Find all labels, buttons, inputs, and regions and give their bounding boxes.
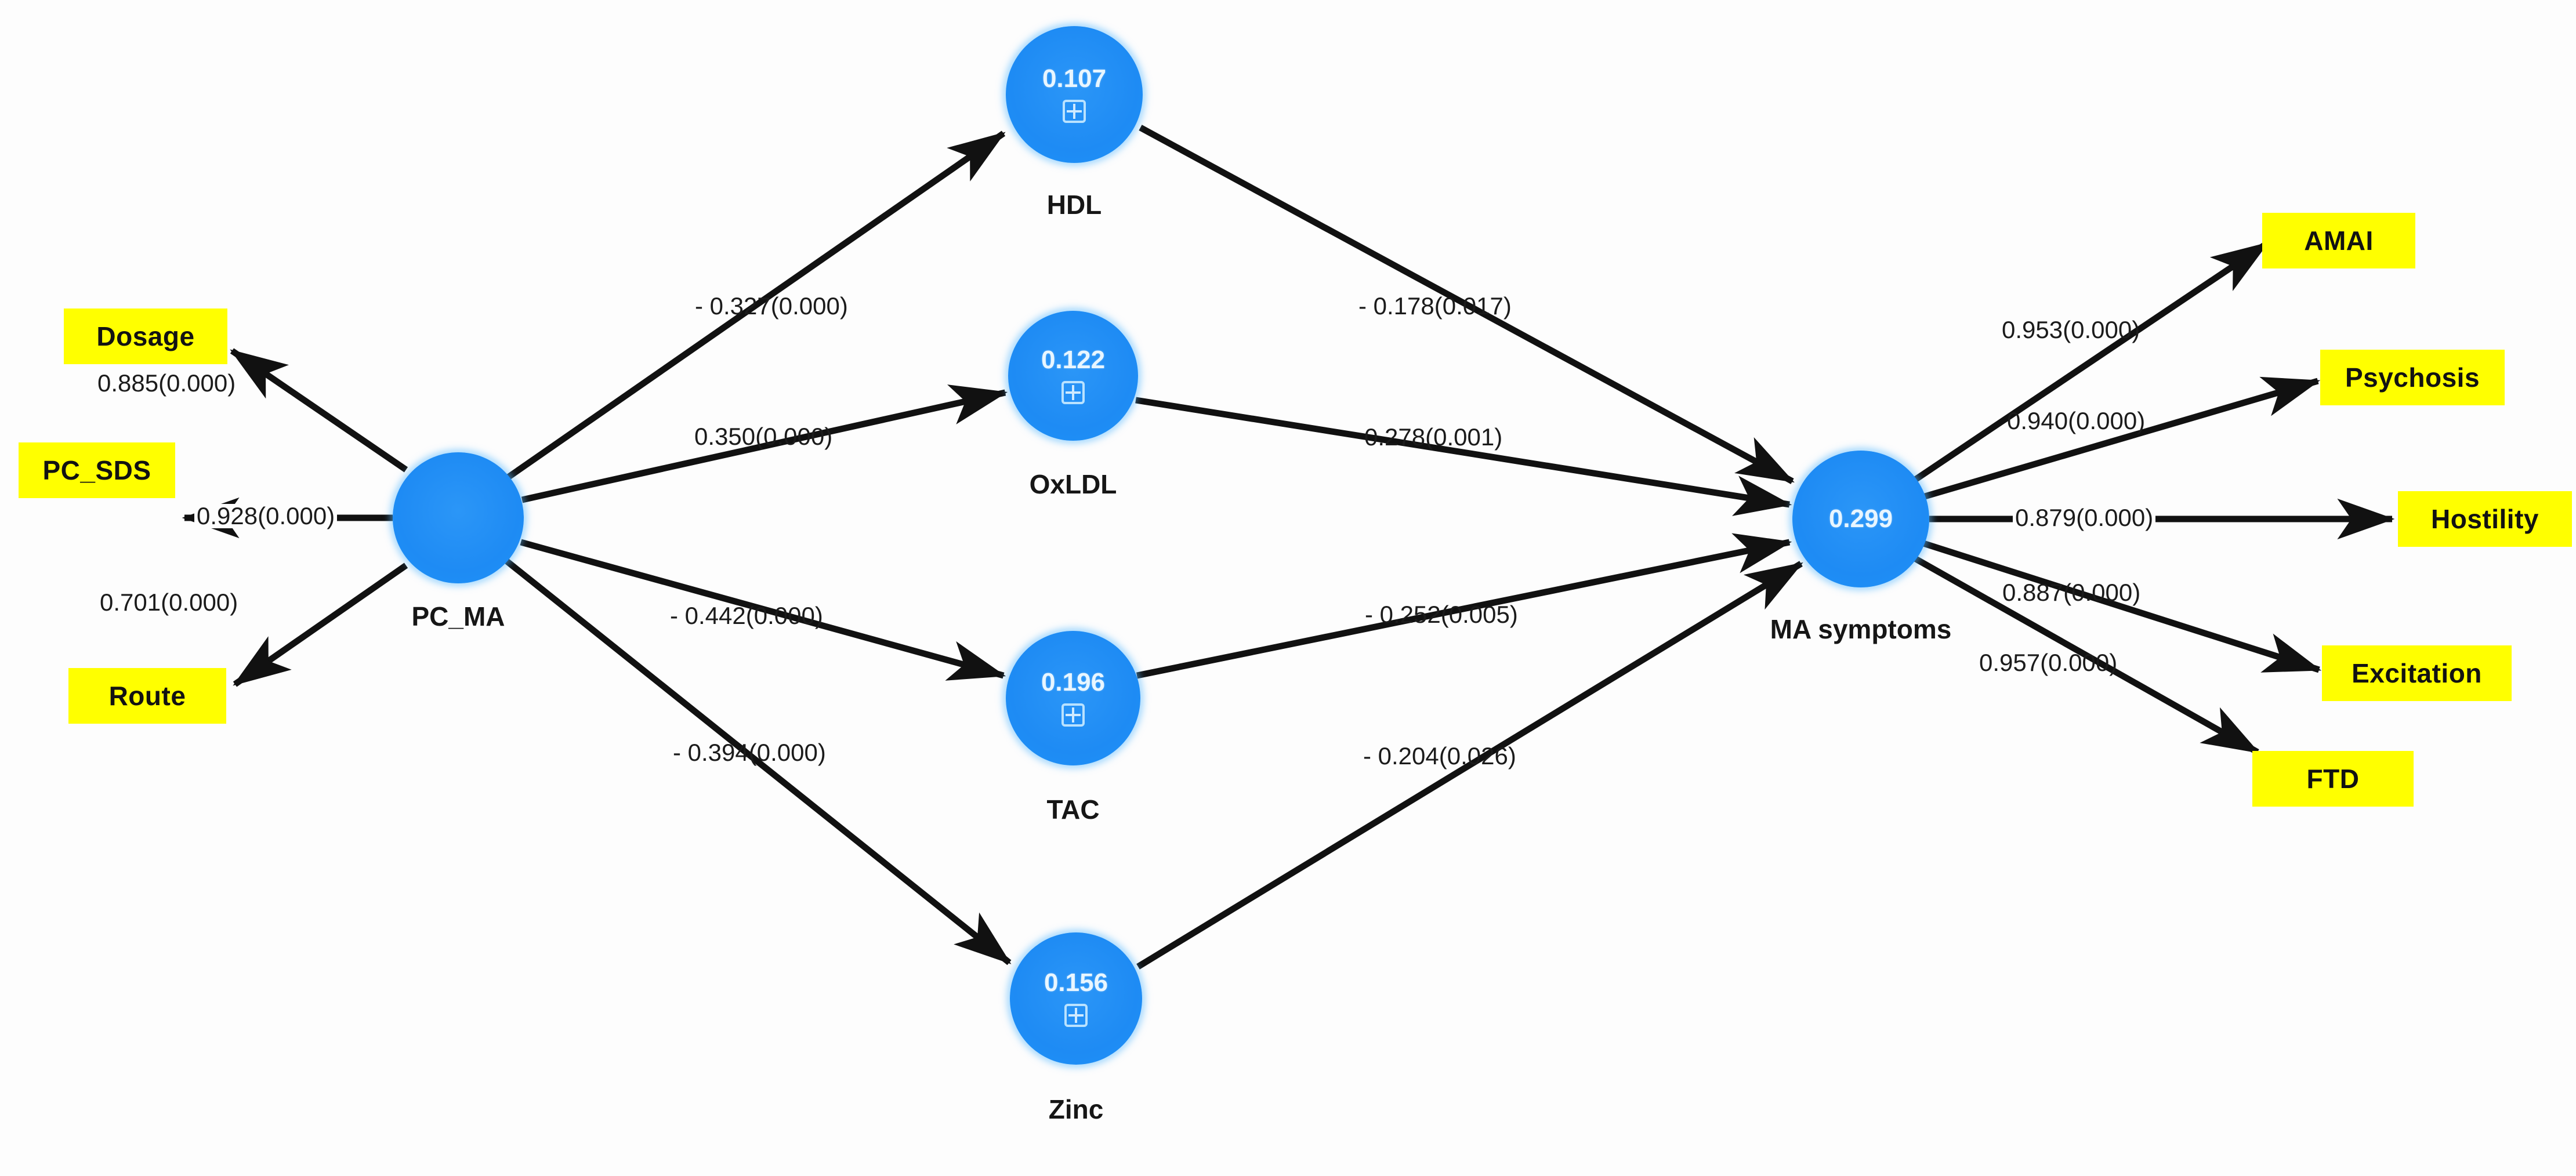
edge-pc-ma-route xyxy=(233,562,408,687)
edge-pc-ma-zinc xyxy=(505,558,1012,966)
expand-grid-icon[interactable] xyxy=(1063,100,1086,123)
edge-pc-ma-hdl xyxy=(506,130,1006,480)
edge-hdl-ma xyxy=(1139,125,1795,484)
node-caption-hdl: HDL xyxy=(1046,190,1102,220)
indicator-box-dosage[interactable]: Dosage xyxy=(64,308,227,364)
edge-ma-excitation xyxy=(1922,540,2322,673)
edge-label-ma-amai: 0.953(0.000) xyxy=(2002,316,2140,343)
indicator-box-excitation[interactable]: Excitation xyxy=(2322,645,2512,701)
indicator-box-pc-sds[interactable]: PC_SDS xyxy=(19,442,175,498)
node-r2-hdl: 0.107 xyxy=(1042,64,1107,93)
edge-ma-psychosis xyxy=(1922,376,2321,500)
node-caption-tac: TAC xyxy=(1046,794,1100,825)
indicator-box-hostility[interactable]: Hostility xyxy=(2398,491,2572,547)
edge-pc-ma-oxldl xyxy=(521,384,1008,503)
node-ma-symptoms[interactable]: 0.299 xyxy=(1792,451,1929,587)
indicator-box-amai[interactable]: AMAI xyxy=(2262,213,2415,268)
indicator-box-route[interactable]: Route xyxy=(68,668,226,724)
node-r2-oxldl: 0.122 xyxy=(1041,346,1106,374)
edge-label-ma-ftd: 0.957(0.000) xyxy=(1979,649,2118,676)
edge-label-oxldl-ma: 0.278(0.001) xyxy=(1364,423,1503,451)
node-r2-ma-symptoms: 0.299 xyxy=(1828,504,1893,533)
indicator-box-ftd[interactable]: FTD xyxy=(2252,751,2414,807)
node-caption-pc-ma: PC_MA xyxy=(411,601,505,631)
expand-grid-icon[interactable] xyxy=(1064,1004,1088,1027)
edge-label-pc-ma-pc-sds: 0.928(0.000) xyxy=(194,504,338,528)
edge-label-zinc-ma: - 0.204(0.026) xyxy=(1363,742,1516,770)
edge-label-pc-ma-tac: - 0.442(0.000) xyxy=(670,602,823,629)
node-hdl[interactable]: 0.107 xyxy=(1006,26,1143,163)
edge-label-ma-psychosis: 0.940(0.000) xyxy=(2007,407,2146,434)
indicator-box-psychosis[interactable]: Psychosis xyxy=(2320,350,2505,405)
edge-ma-ftd xyxy=(1910,554,2260,755)
node-oxldl[interactable]: 0.122 xyxy=(1008,311,1138,441)
node-r2-zinc: 0.156 xyxy=(1044,968,1108,997)
node-r2-tac: 0.196 xyxy=(1041,668,1106,696)
edge-label-pc-ma-oxldl: 0.350(0.000) xyxy=(694,423,833,450)
edge-pc-ma-tac xyxy=(520,539,1006,681)
edge-label-ma-hostility: 0.879(0.000) xyxy=(2013,506,2156,530)
edge-label-pc-ma-zinc: - 0.394(0.000) xyxy=(673,739,826,766)
edge-ma-amai xyxy=(1910,241,2269,485)
expand-grid-icon[interactable] xyxy=(1061,703,1085,727)
node-caption-zinc: Zinc xyxy=(1048,1094,1104,1124)
node-tac[interactable]: 0.196 xyxy=(1006,631,1140,765)
edge-zinc-ma xyxy=(1136,561,1803,970)
edge-pc-ma-dosage xyxy=(230,348,408,473)
edge-label-pc-ma-route: 0.701(0.000) xyxy=(100,589,238,616)
edge-label-hdl-ma: - 0.178(0.017) xyxy=(1358,292,1512,320)
edge-label-tac-ma: - 0.252(0.005) xyxy=(1365,601,1518,628)
edge-label-pc-ma-hdl: - 0.327(0.000) xyxy=(695,292,848,320)
expand-grid-icon[interactable] xyxy=(1061,381,1085,404)
node-zinc[interactable]: 0.156 xyxy=(1010,932,1142,1065)
node-caption-oxldl: OxLDL xyxy=(1029,469,1117,499)
edge-tac-ma xyxy=(1136,533,1792,679)
edge-label-pc-ma-dosage: 0.885(0.000) xyxy=(97,369,236,397)
edge-oxldl-ma xyxy=(1135,397,1792,516)
edge-label-ma-excitation: 0.887(0.000) xyxy=(2002,579,2141,606)
node-caption-ma-symptoms: MA symptoms xyxy=(1770,614,1952,644)
node-pc-ma[interactable] xyxy=(393,452,524,583)
